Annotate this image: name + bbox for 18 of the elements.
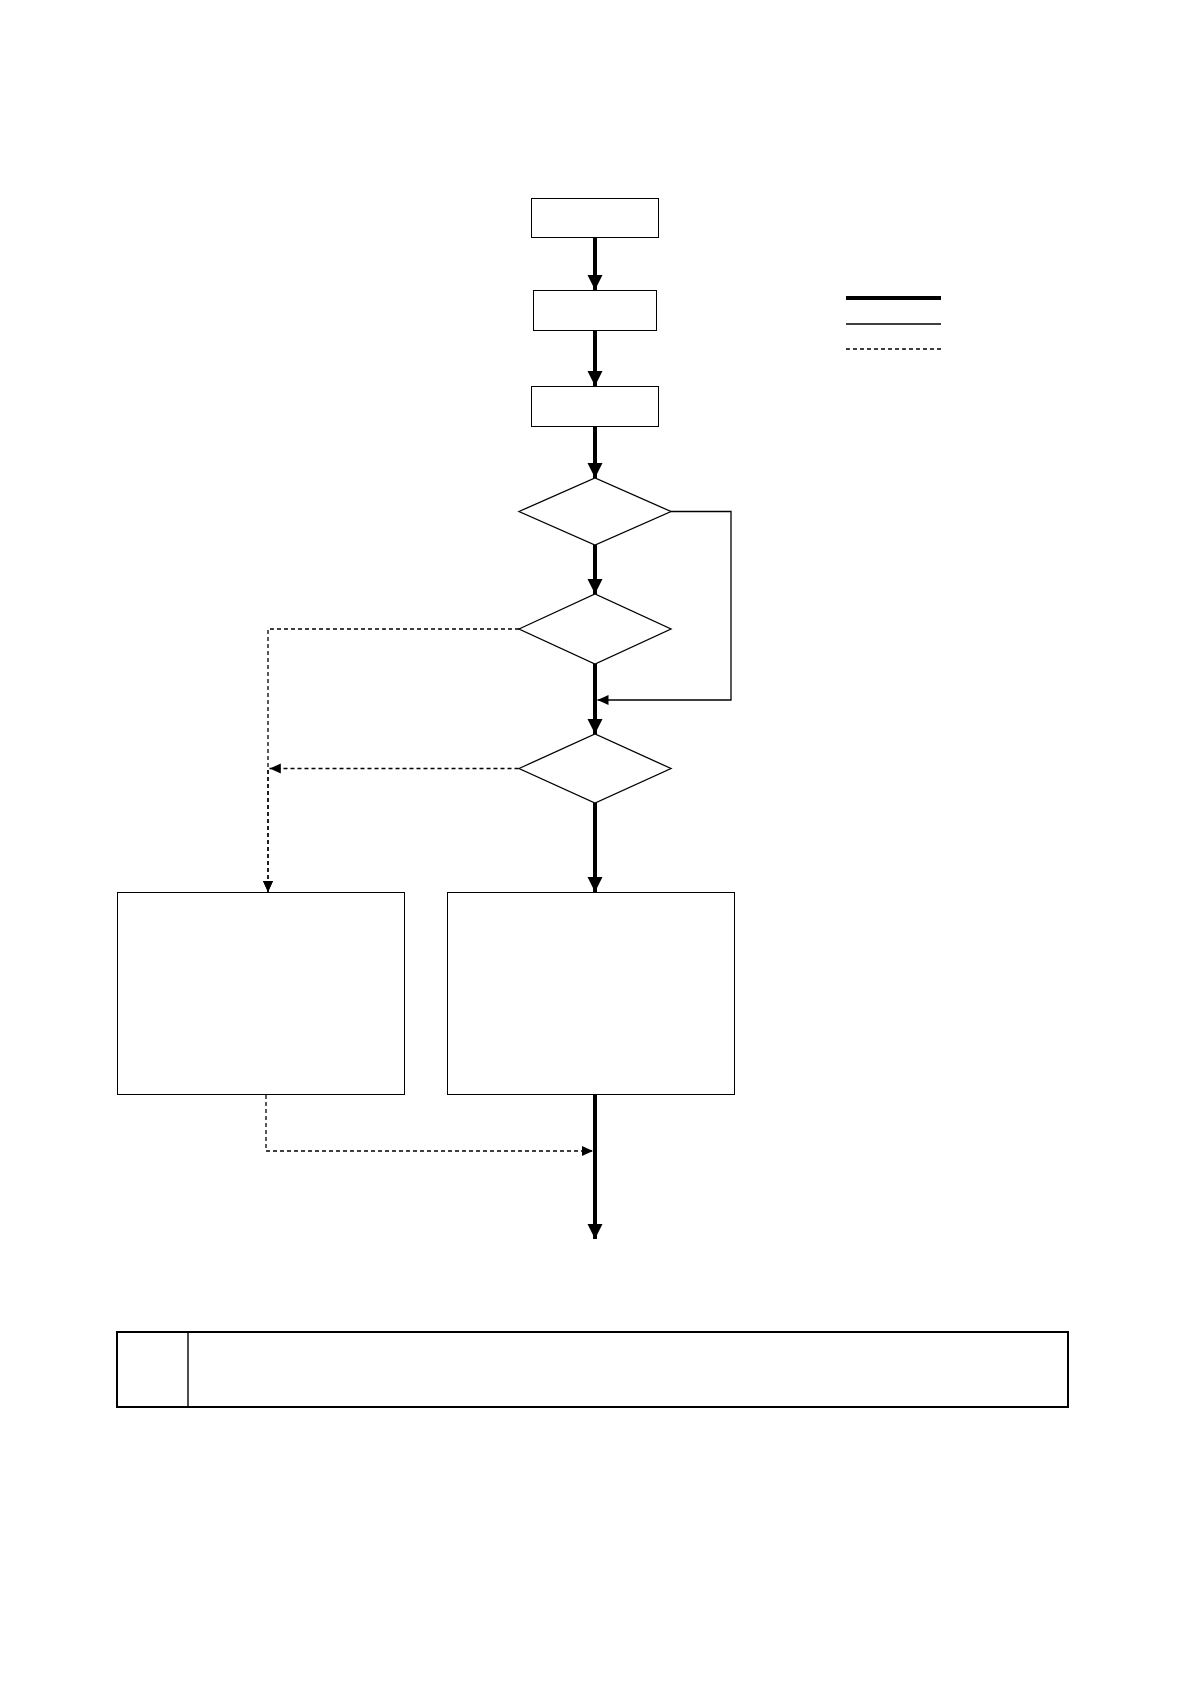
arrow (596, 510, 732, 705)
arrow (587, 238, 603, 290)
arrow (587, 427, 603, 478)
arrow (587, 803, 603, 892)
arrow (587, 1095, 603, 1239)
arrow (265, 1094, 594, 1156)
arrow (587, 664, 603, 734)
process-box (117, 892, 405, 1095)
decision-diamond (519, 734, 671, 803)
process-box (531, 386, 659, 427)
arrow (263, 763, 520, 893)
process-box (447, 892, 735, 1095)
decision-diamond (519, 594, 671, 664)
arrow (587, 545, 603, 594)
arrow (587, 331, 603, 386)
process-box (531, 198, 659, 238)
process-box (533, 290, 657, 331)
decision-diamond (519, 478, 671, 545)
